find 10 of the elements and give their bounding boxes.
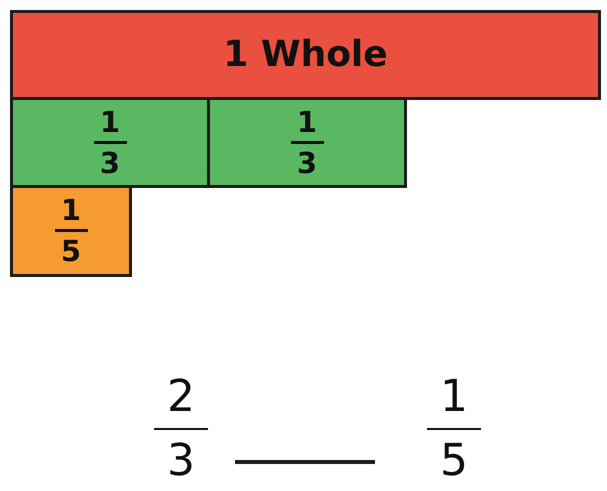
fraction: 2 3 xyxy=(154,375,208,483)
fraction: 1 5 xyxy=(427,375,481,483)
fraction: 1 5 xyxy=(54,196,88,266)
fraction-bar xyxy=(10,97,210,188)
fraction: 1 3 xyxy=(290,108,324,178)
whole-bar xyxy=(10,10,601,100)
fraction: 1 3 xyxy=(94,108,126,178)
fraction-bar xyxy=(207,97,407,188)
bar-label: 1 Whole xyxy=(223,37,388,73)
fraction-bar xyxy=(10,185,132,277)
